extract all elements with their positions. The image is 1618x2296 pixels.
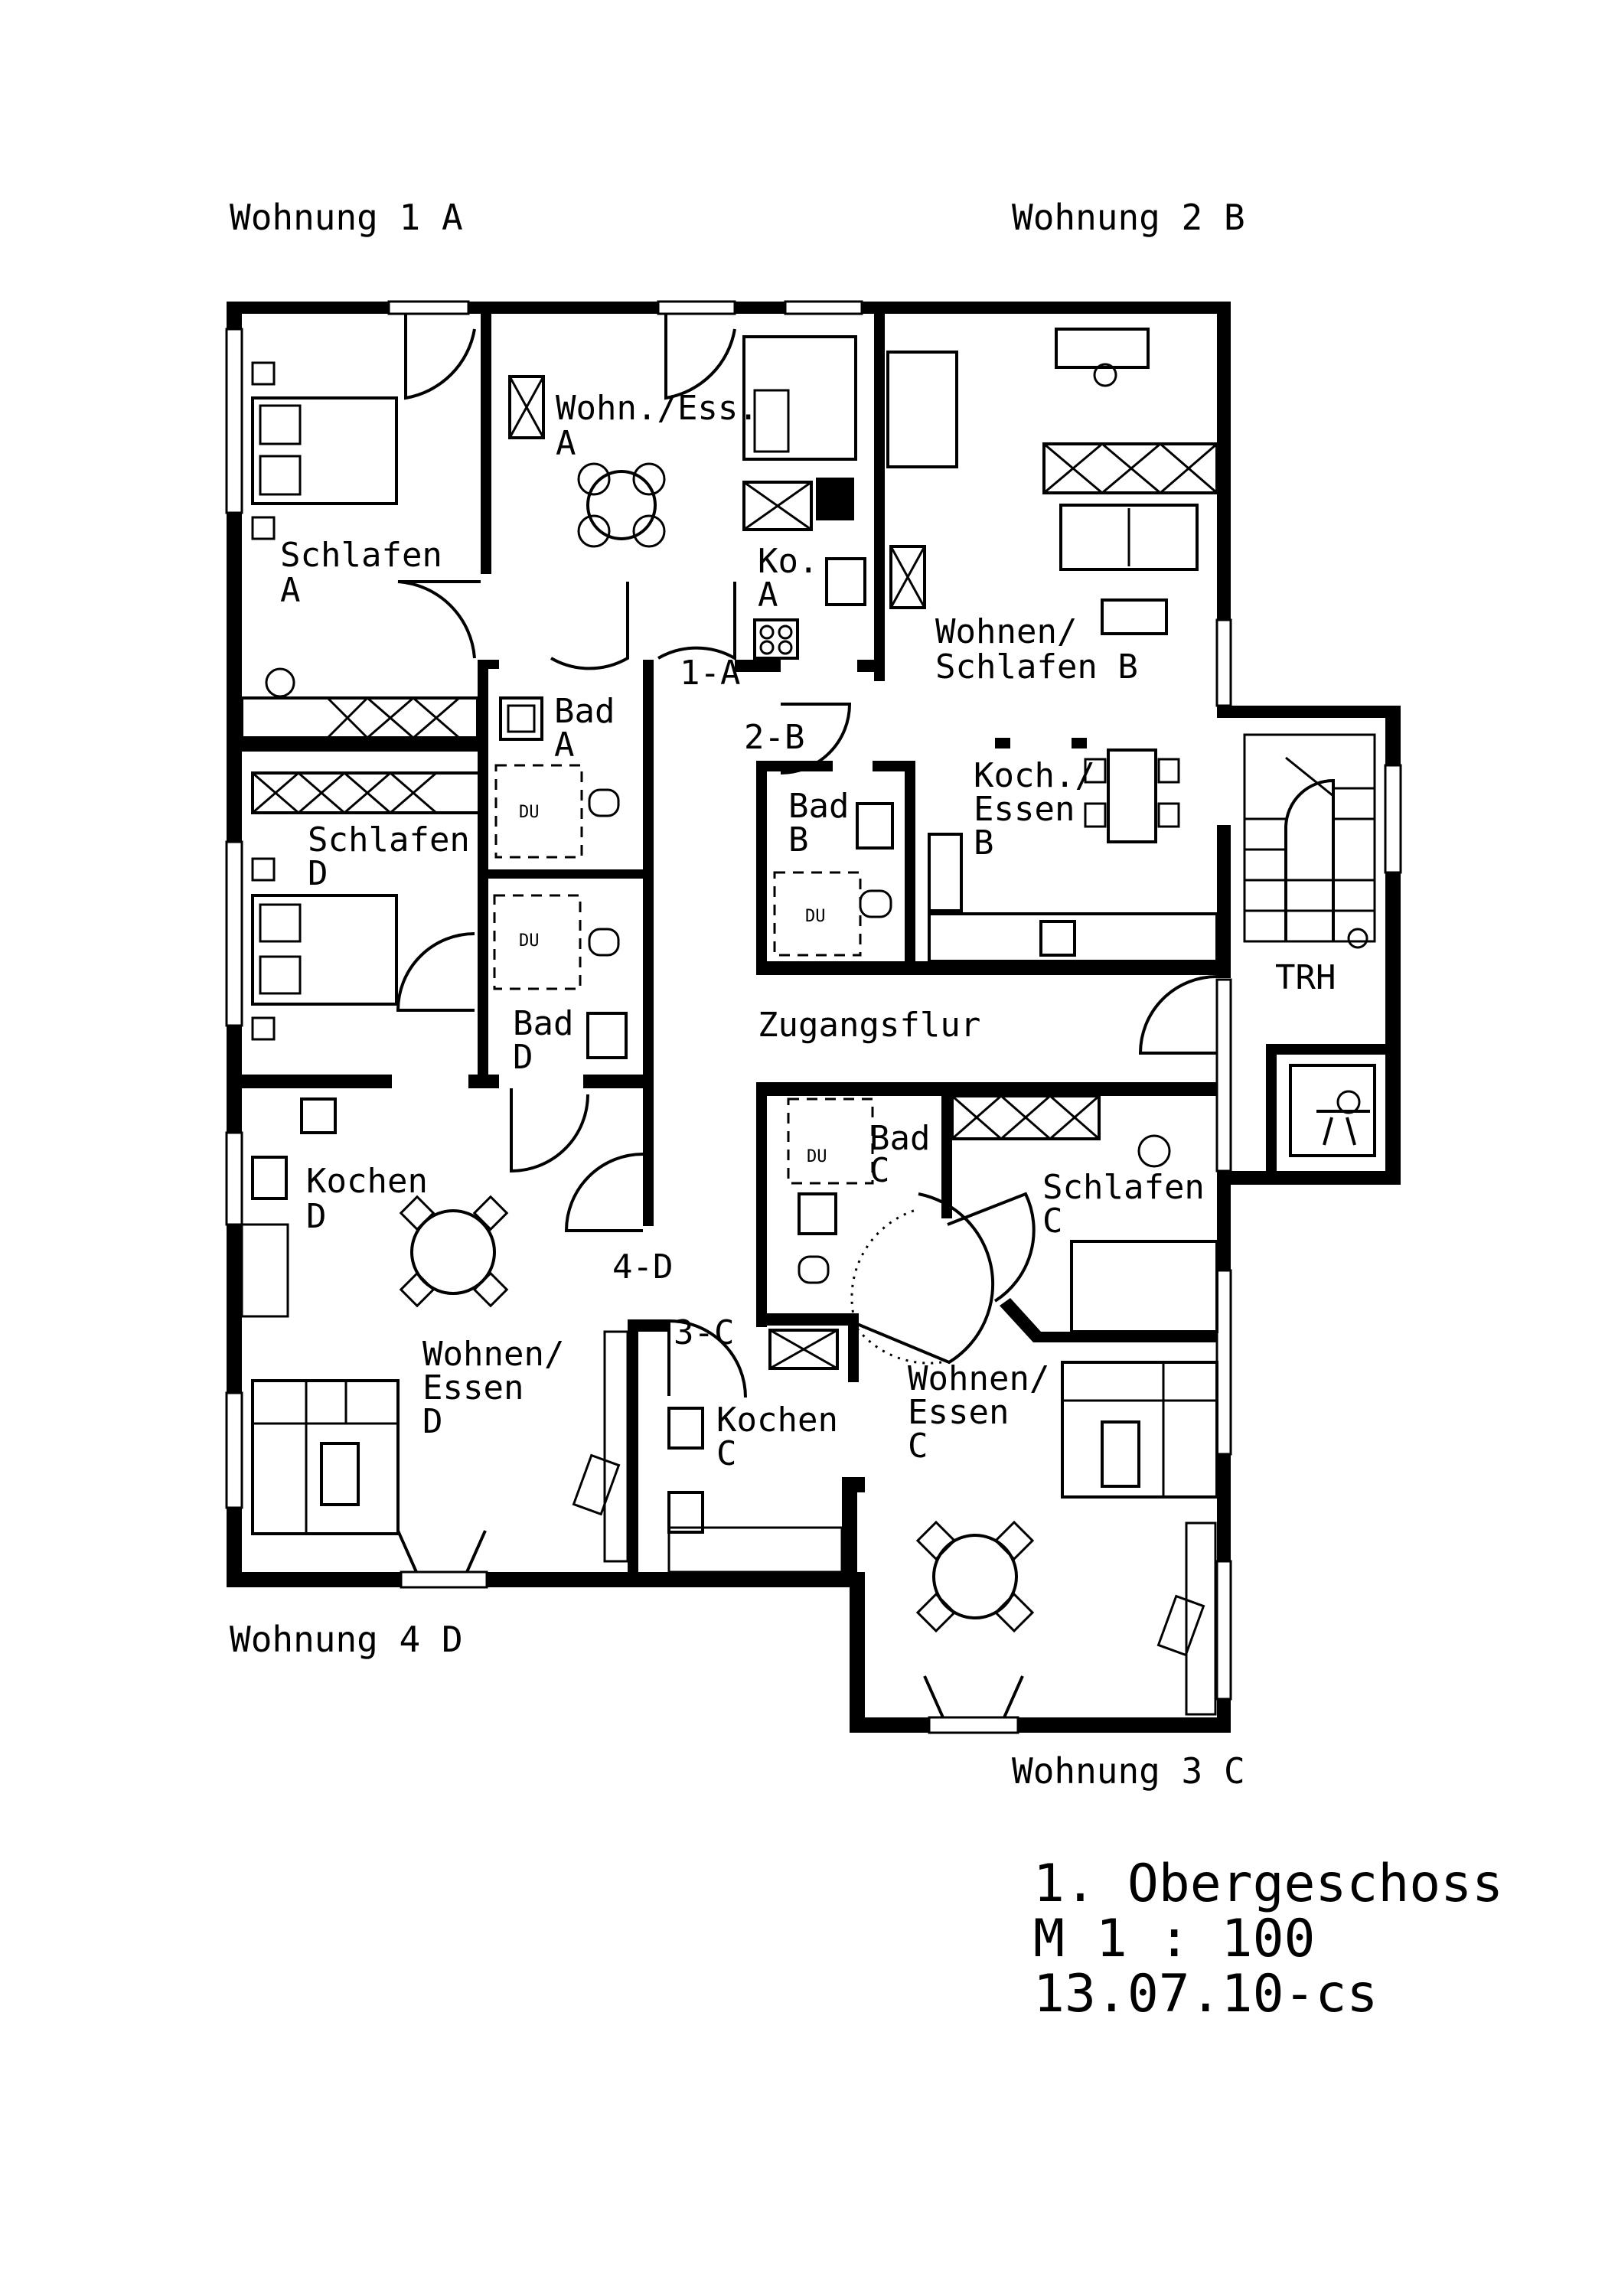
shower-label-b: DU xyxy=(805,907,826,926)
windows xyxy=(225,300,1402,1734)
room-label-zugangsflur: Zugangsflur xyxy=(758,1006,980,1045)
room-label-wohnen-b: Wohnen/Schlafen B xyxy=(935,612,1138,687)
door-label-2b: 2-B xyxy=(744,718,804,757)
door-label-4d: 4-D xyxy=(612,1247,673,1287)
room-label-ko-a: Ko.A xyxy=(758,542,818,615)
shower-label-d: DU xyxy=(519,931,540,951)
doors xyxy=(396,314,1218,1718)
title-date: 13.07.10-cs xyxy=(1033,1964,1378,2024)
apartment-label-1a: Wohnung 1 A xyxy=(230,197,463,238)
shower-label-a: DU xyxy=(519,803,540,822)
furniture xyxy=(240,328,1376,1716)
door-label-3c: 3-C xyxy=(674,1313,734,1352)
door-label-1a: 1-A xyxy=(680,654,740,693)
shower-label-c: DU xyxy=(807,1147,827,1166)
title-scale: M 1 : 100 xyxy=(1033,1909,1315,1969)
apartment-label-2b: Wohnung 2 B xyxy=(1012,197,1245,238)
apartment-label-4d: Wohnung 4 D xyxy=(230,1619,463,1660)
room-label-wohn-a: Wohn./Ess.A xyxy=(556,389,758,463)
title-floor: 1. Obergeschoss xyxy=(1033,1854,1503,1914)
apartment-label-3c: Wohnung 3 C xyxy=(1012,1750,1245,1792)
room-label-trh: TRH xyxy=(1275,958,1336,997)
interior-walls xyxy=(242,314,1385,1572)
